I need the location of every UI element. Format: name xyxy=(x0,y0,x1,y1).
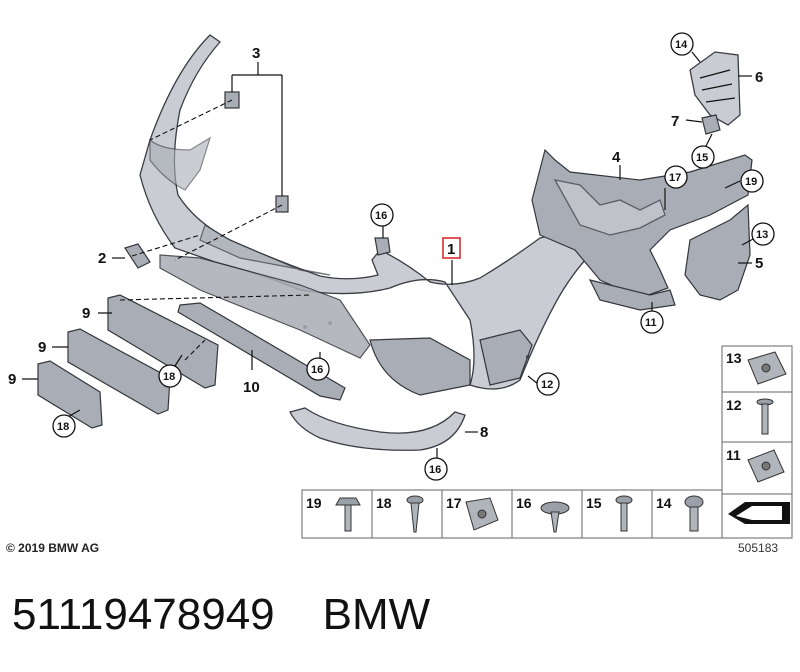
screw-19-icon xyxy=(335,497,361,532)
callout-8: 8 xyxy=(480,424,488,441)
rivet-12-icon xyxy=(756,398,774,435)
image-number: 505183 xyxy=(738,541,779,555)
fastener-legend-bottom: 19 18 17 16 15 14 xyxy=(301,489,723,539)
support-ribs xyxy=(553,179,666,236)
callout-19: 19 xyxy=(745,176,757,188)
legend-11: 11 xyxy=(726,447,741,463)
callout-15: 15 xyxy=(696,152,708,164)
copyright-text: © 2019 BMW AG xyxy=(6,541,100,555)
fastener-legend-right: 13 12 11 xyxy=(721,345,793,495)
arrow-symbol-icon xyxy=(721,493,793,539)
screw-16-icon xyxy=(540,501,570,533)
callout-7: 7 xyxy=(671,113,679,130)
callout-9a: 9 xyxy=(82,305,90,322)
legend-13: 13 xyxy=(726,350,742,366)
screw-15-icon xyxy=(615,495,633,532)
callout-18b: 18 xyxy=(57,421,69,433)
part-number: 51119478949 xyxy=(12,590,275,639)
legend-18: 18 xyxy=(376,495,392,511)
callout-10: 10 xyxy=(243,379,260,396)
callout-6: 6 xyxy=(755,69,763,86)
callout-16b: 16 xyxy=(311,364,323,376)
callout-5: 5 xyxy=(755,255,763,272)
clip-13-icon xyxy=(747,351,787,385)
callout-9b: 9 xyxy=(38,339,46,356)
callout-4: 4 xyxy=(612,149,621,166)
clip-3b xyxy=(275,195,289,213)
callout-16c: 16 xyxy=(429,464,441,476)
callout-12: 12 xyxy=(541,379,553,391)
mount-16 xyxy=(374,237,391,256)
clip-7 xyxy=(701,114,721,135)
lower-lip xyxy=(159,254,371,359)
callout-16a: 16 xyxy=(375,210,387,222)
callout-13: 13 xyxy=(756,229,768,241)
legend-19: 19 xyxy=(306,495,322,511)
callout-1-highlight xyxy=(442,237,461,259)
grille-6 xyxy=(689,51,741,126)
bumper-parts-diagram: 3 1 2 9 9 9 10 8 4 5 6 7 16 16 16 18 18 … xyxy=(8,32,793,539)
clip-nut-17-icon xyxy=(465,497,499,531)
callout-14: 14 xyxy=(675,39,688,51)
callout-11: 11 xyxy=(645,317,657,329)
callout-2: 2 xyxy=(98,250,106,267)
legend-15: 15 xyxy=(586,495,602,511)
callout-3: 3 xyxy=(252,45,260,62)
clip-2 xyxy=(124,243,151,269)
spoiler-strip xyxy=(177,302,346,401)
legend-17: 17 xyxy=(446,495,462,511)
callout-9c: 9 xyxy=(8,371,16,388)
footer-caption: 51119478949 BMW xyxy=(12,590,430,640)
screw-18-icon xyxy=(406,495,424,533)
lower-guide xyxy=(588,279,676,311)
callout-18a: 18 xyxy=(163,371,175,383)
screw-14-icon xyxy=(684,495,704,532)
trim-strip xyxy=(289,407,466,451)
brand-name: BMW xyxy=(322,590,431,639)
callout-1: 1 xyxy=(447,241,455,258)
callout-17: 17 xyxy=(669,172,681,184)
clip-11-icon xyxy=(747,449,785,483)
legend-12: 12 xyxy=(726,397,742,413)
bumper-shell xyxy=(139,34,602,396)
circle-callouts: 16 16 16 18 18 12 11 17 19 13 14 15 xyxy=(52,32,775,481)
legend-14: 14 xyxy=(656,495,672,511)
legend-16: 16 xyxy=(516,495,532,511)
bracket-5 xyxy=(684,203,751,301)
license-plate-brackets xyxy=(37,294,219,429)
